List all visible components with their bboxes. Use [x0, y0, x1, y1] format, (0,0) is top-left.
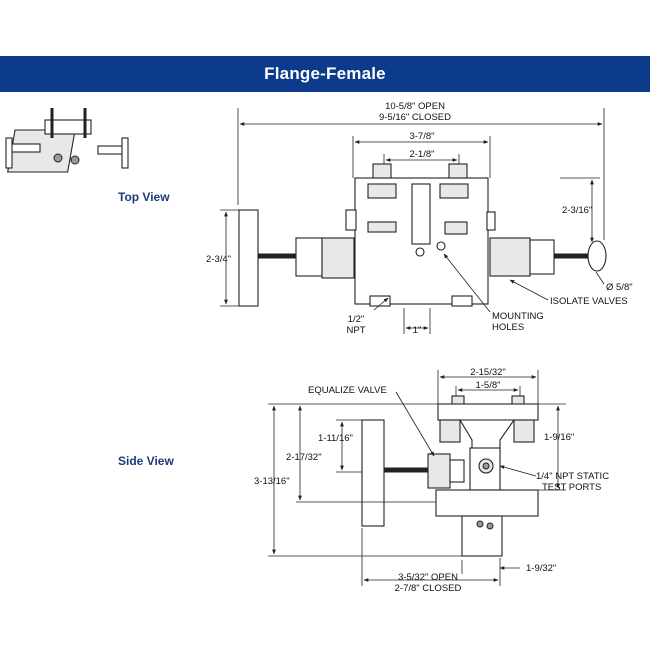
thumbnail-image — [5, 108, 129, 173]
top-dim-open: 10-5/8" OPEN — [385, 101, 445, 112]
top-dim-height-left: 2-3/4" — [206, 254, 231, 265]
top-dim-body-width: 3-7/8" — [409, 131, 434, 142]
side-dim-open: 3-5/32" OPEN — [398, 572, 458, 583]
label-mounting-holes-2: HOLES — [492, 322, 524, 333]
side-dim-closed: 2-7/8" CLOSED — [395, 583, 462, 594]
label-test-ports-1: 1/4" NPT STATIC — [536, 471, 609, 482]
side-view-label: Side View — [118, 454, 174, 468]
side-dim-left-2: 2-17/32" — [286, 452, 322, 463]
side-dim-bottom-right: 1-9/32" — [526, 563, 556, 574]
title-banner: Flange-Female — [0, 56, 650, 92]
side-view-drawing: EQUALIZE VALVE 2-15/32" 1-5/8" 1-9/16" 1… — [254, 367, 609, 594]
label-equalize-valve: EQUALIZE VALVE — [308, 385, 387, 396]
top-dim-port-spacing: 2-1/8" — [409, 149, 434, 160]
top-view-label: Top View — [118, 190, 170, 204]
page-title: Flange-Female — [264, 64, 386, 83]
side-dim-port-spacing: 1-5/8" — [475, 380, 500, 391]
top-dim-handle-dia: Ø 5/8" — [606, 282, 633, 293]
label-isolate-valves: ISOLATE VALVES — [550, 296, 628, 307]
top-view-drawing: 10-5/8" OPEN 9-5/16" CLOSED 3-7/8" 2-1/8… — [206, 101, 633, 336]
top-dim-height-right: 2-3/16" — [562, 205, 592, 216]
label-mounting-holes-1: MOUNTING — [492, 311, 544, 322]
side-dim-left-3: 3-13/16" — [254, 476, 290, 487]
side-dim-left-1: 1-11/16" — [318, 433, 353, 444]
top-dim-one-inch: 1" — [413, 325, 422, 336]
side-dim-top-width: 2-15/32" — [470, 367, 506, 378]
top-dim-closed: 9-5/16" CLOSED — [379, 112, 451, 123]
label-npt-2: NPT — [347, 325, 366, 336]
side-dim-right-height: 1-9/16" — [544, 432, 574, 443]
label-test-ports-2: TEST PORTS — [542, 482, 601, 493]
label-npt-1: 1/2" — [348, 314, 365, 325]
